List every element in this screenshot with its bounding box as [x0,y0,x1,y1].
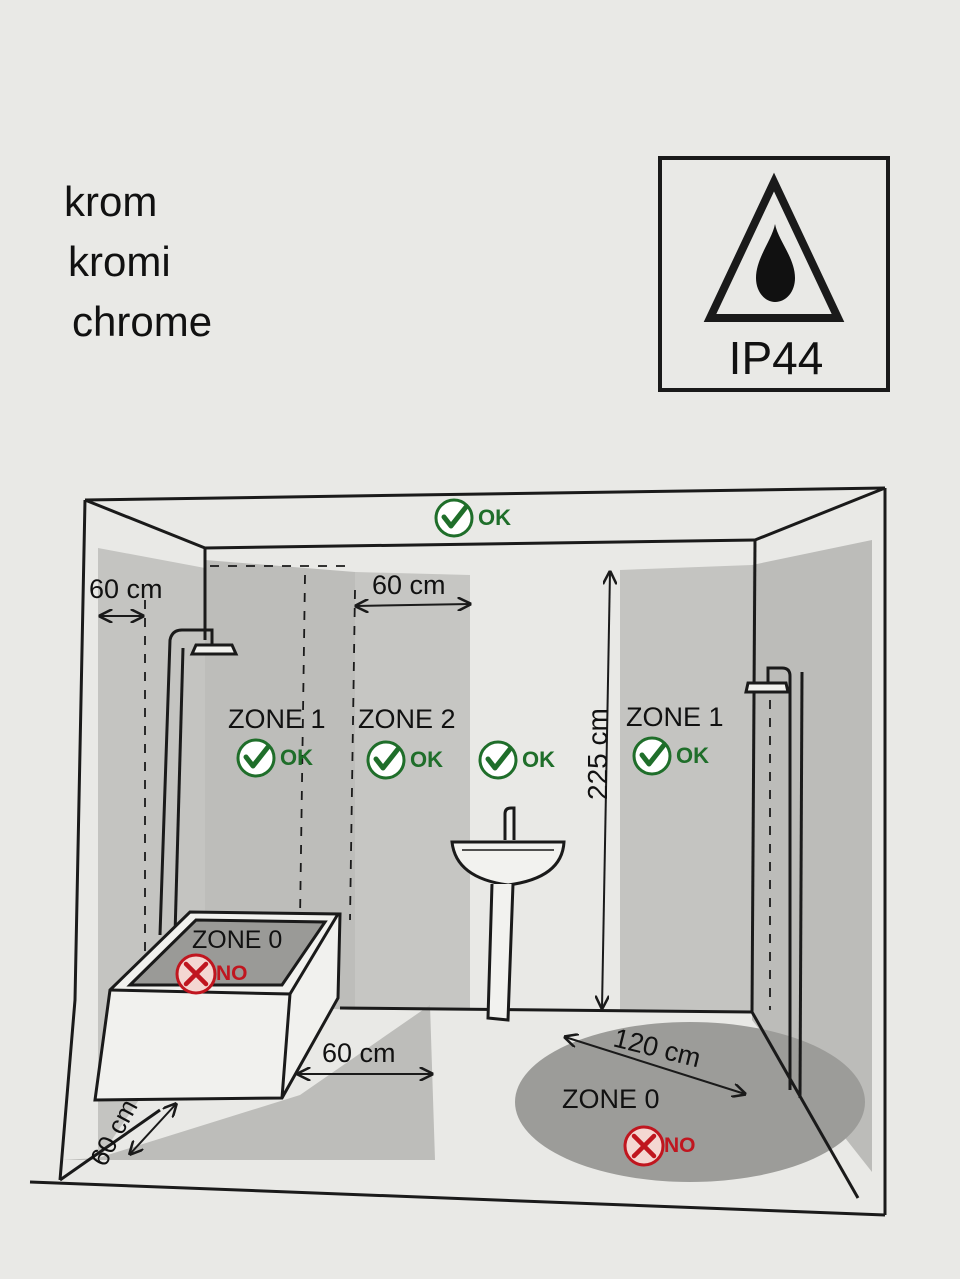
ok-badge-zone1-left-text: OK [280,745,313,770]
ok-badge-zone1-right: OK [634,738,709,774]
no-badge-bath: NO [177,955,248,993]
zone-label-zone1-right: ZONE 1 [626,702,724,732]
water-drop-icon [756,224,795,302]
green-check-circle-icon [436,500,472,536]
dimension-arrows [100,572,745,1154]
green-check-circle-icon [368,742,404,778]
ip-rating-box: IP44 [658,156,890,392]
dimension-label-bath-front: 60 cm [322,1038,396,1068]
zone-label-zone0-bath: ZONE 0 [192,926,282,954]
finish-label-chrome: chrome [72,298,212,345]
finish-label-krom: krom [64,178,157,225]
finish-label-kromi: kromi [68,238,171,285]
ok-badge-outside-zones: OK [480,742,555,778]
room-outline [29,486,887,1217]
warning-triangle-icon [703,172,845,322]
ok-badge-zone1-right-text: OK [676,743,709,768]
dimension-arrow-zone2 [356,604,470,606]
shower-right [744,666,804,1099]
green-check-circle-icon [634,738,670,774]
dimension-arrow-height [602,572,610,1008]
ok-badge-ceiling-text: OK [478,505,511,530]
green-check-circle-icon [480,742,516,778]
sink [450,806,566,1022]
dimension-label-zone2: 60 cm [372,570,446,600]
red-cross-circle-icon [625,1127,663,1165]
green-check-circle-icon [238,740,274,776]
dimension-label-height: 225 cm [582,708,613,800]
zone-label-zone0-floor: ZONE 0 [562,1084,660,1114]
dimension-arrow-floor-radius [565,1037,745,1094]
ok-badge-zone2: OK [368,742,443,778]
ok-badge-zone2-text: OK [410,747,443,772]
zone-label-zone1-left: ZONE 1 [228,704,326,734]
no-badge-bath-text: NO [216,962,248,985]
red-cross-circle-icon [177,955,215,993]
no-badge-floor: NO [625,1127,696,1165]
zone-shading [62,540,872,1182]
zone-boundary-dashes [144,565,771,1010]
ok-badge-outside-zones-text: OK [522,747,555,772]
no-badge-floor-text: NO [664,1134,696,1157]
dimension-arrow-bath-side [130,1104,176,1154]
zone-label-zone2: ZONE 2 [358,704,456,734]
ok-badge-ceiling: OK [436,500,511,536]
dimension-label-top-left: 60 cm [89,574,163,604]
shower-left [158,628,239,936]
ip-rating-label: IP44 [729,332,824,384]
ok-badge-zone1-left: OK [238,740,313,776]
